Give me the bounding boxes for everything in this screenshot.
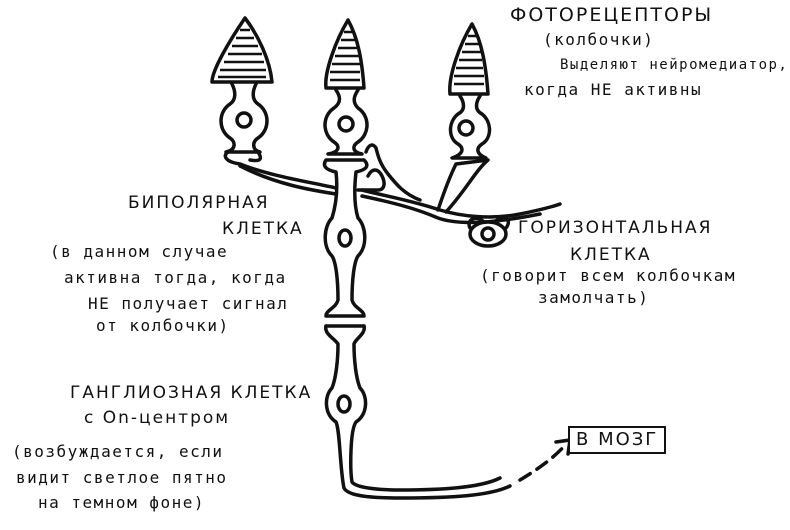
- bipolar-title-1: БИПОЛЯРНАЯ: [128, 193, 270, 213]
- ganglion-cell: [324, 324, 512, 500]
- to-brain-box: В МОЗГ: [568, 426, 667, 454]
- cone-photoreceptor-3: [448, 22, 492, 160]
- bipolar-desc-2: активна тогда, когда: [64, 268, 287, 287]
- photoreceptors-desc-1: Выделяют нейромедиатор,: [560, 57, 789, 73]
- bipolar-desc-1: (в данном случае: [50, 242, 229, 261]
- ganglion-title-1: ГАНГЛИОЗНАЯ КЛЕТКА: [70, 383, 313, 403]
- cone-stripes: [218, 28, 484, 86]
- photoreceptors-desc-2: когда НЕ активны: [524, 80, 703, 99]
- bipolar-desc-3: НЕ получает сигнал: [88, 294, 289, 313]
- cone-photoreceptor-2: [323, 18, 369, 156]
- photoreceptors-subtitle: (колбочки): [543, 30, 655, 49]
- horizontal-desc-1: (говорит всем колбочкам: [480, 266, 737, 285]
- horizontal-desc-2: замолчать): [538, 288, 650, 307]
- photoreceptors-title: ФОТОРЕЦЕПТОРЫ: [510, 4, 714, 26]
- arrow-to-brain: [518, 438, 572, 482]
- cone-photoreceptor-1: [210, 16, 274, 154]
- ganglion-title-2: с On-центром: [84, 408, 231, 428]
- horizontal-cell: [223, 143, 562, 248]
- horizontal-title-2: КЛЕТКА: [570, 245, 652, 265]
- horizontal-title-1: ГОРИЗОНТАЛЬНАЯ: [518, 218, 713, 238]
- ganglion-desc-2: видит светлое пятно: [16, 468, 228, 487]
- bipolar-title-2: КЛЕТКА: [222, 219, 304, 239]
- bipolar-desc-4: от колбочки): [96, 316, 230, 335]
- ganglion-desc-3: на темном фоне): [38, 493, 205, 512]
- bipolar-cell: [322, 158, 369, 318]
- ganglion-desc-1: (возбуждается, если: [12, 442, 224, 461]
